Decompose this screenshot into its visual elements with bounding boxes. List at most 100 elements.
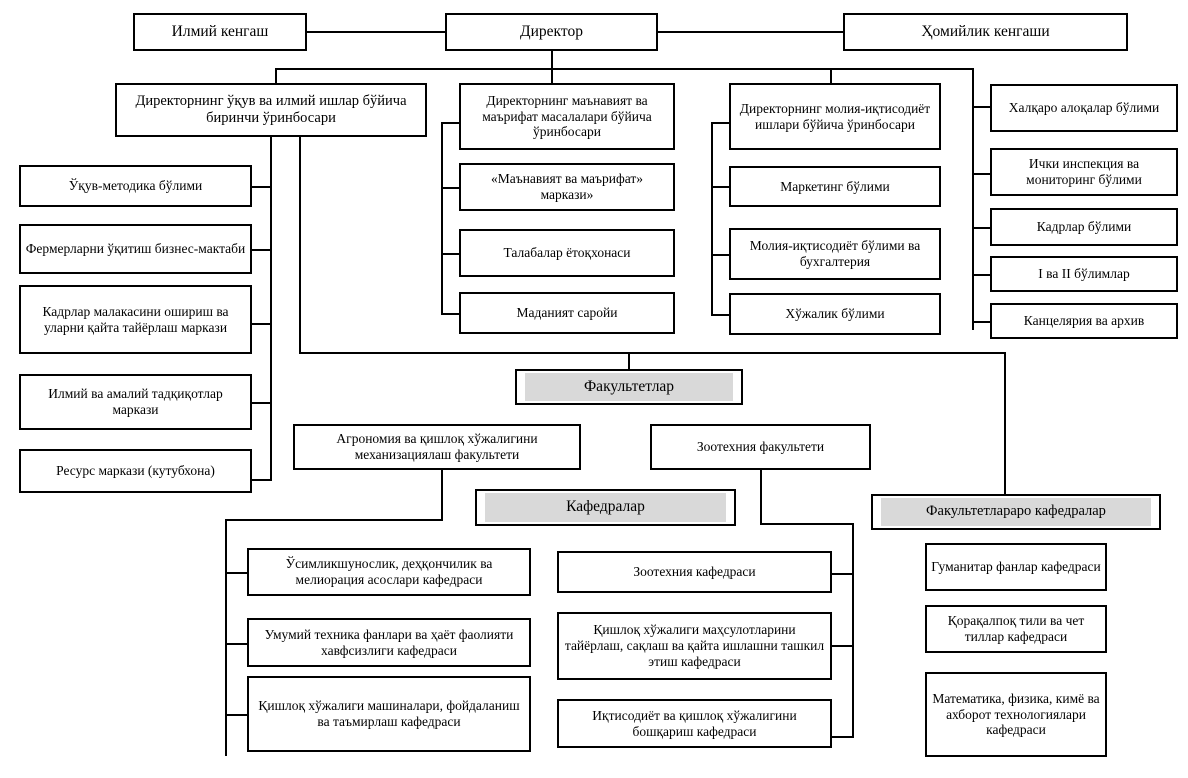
node-zootechnia-dept-2[interactable]: Қишлоқ хўжалиги маҳсулотларини тайёрлаш,…	[557, 612, 832, 680]
connector-academic-unit-4	[252, 402, 272, 404]
node-spiritual-unit-1-label: «Маънавият ва маърифат» маркази»	[490, 171, 644, 202]
connector-finance-deputy	[711, 122, 729, 124]
node-finance-unit-1-label: Маркетинг бўлими	[780, 178, 890, 194]
node-academic-unit-5[interactable]: Ресурс маркази (кутубхона)	[19, 449, 252, 493]
node-academic-unit-4[interactable]: Илмий ва амалий тадқиқотлар маркази	[19, 374, 252, 430]
node-academic-unit-2-label: Фермерларни ўқитиш бизнес-мактаби	[25, 241, 246, 257]
node-scientific-council-label: Илмий кенгаш	[171, 22, 269, 40]
node-zootechnia-dept-3[interactable]: Иқтисодиёт ва қишлоқ хўжалигини бошқариш…	[557, 699, 832, 748]
node-interfaculty-dept-3-label: Математика, физика, кимё ва ахборот техн…	[932, 690, 1100, 738]
node-academic-unit-4-label: Илмий ва амалий тадқиқотлар маркази	[48, 386, 223, 417]
node-director-unit-3-label: Кадрлар бўлими	[1036, 219, 1132, 235]
node-academic-unit-3[interactable]: Кадрлар малакасини ошириш ва уларни қайт…	[19, 285, 252, 354]
node-director-unit-4[interactable]: I ва II бўлимлар	[990, 256, 1178, 292]
node-deputy-academic[interactable]: Директорнинг ўқув ва илмий ишлар бўйича …	[115, 83, 427, 137]
connector-finance-unit-3	[711, 314, 729, 316]
node-departments-banner-label: Кафедралар	[485, 493, 726, 522]
node-director-unit-2[interactable]: Ички инспекция ва мониторинг бўлими	[990, 148, 1178, 196]
connector-director-unit-1	[972, 106, 990, 108]
connector-agronomy-dept-3	[225, 714, 247, 716]
node-faculties-banner[interactable]: Факультетлар	[515, 369, 743, 405]
node-interfaculty-dept-2-label: Қорақалпоқ тили ва чет тиллар кафедраси	[947, 613, 1085, 644]
node-interfaculty-banner-label: Факультетлараро кафедралар	[881, 498, 1151, 526]
node-academic-unit-3-label: Кадрлар малакасини ошириш ва уларни қайт…	[42, 303, 229, 335]
node-agronomy-dept-3[interactable]: Қишлоқ хўжалиги машиналари, фойдаланиш в…	[247, 676, 531, 752]
node-spiritual-unit-1[interactable]: «Маънавият ва маърифат» маркази»	[459, 163, 675, 211]
connector-academic-unit-1	[252, 186, 272, 188]
node-director-unit-4-label: I ва II бўлимлар	[1038, 266, 1130, 282]
connector-finance-unit-1	[711, 186, 729, 188]
connector-spiritual-unit-2	[441, 253, 459, 255]
node-academic-unit-2[interactable]: Фермерларни ўқитиш бизнес-мактаби	[19, 224, 252, 274]
connector-top-bus	[275, 68, 974, 70]
node-finance-unit-2-label: Молия-иқтисодиёт бўлими ва бухгалтерия	[749, 238, 921, 269]
node-finance-unit-1[interactable]: Маркетинг бўлими	[729, 166, 941, 207]
spine-academic-units	[270, 137, 272, 481]
node-director[interactable]: Директор	[445, 13, 658, 51]
connector-bus-to-faculties-banner	[628, 352, 630, 369]
node-interfaculty-dept-2[interactable]: Қорақалпоқ тили ва чет тиллар кафедраси	[925, 605, 1107, 653]
spine-finance-units	[711, 122, 713, 316]
node-spiritual-unit-3[interactable]: Маданият саройи	[459, 292, 675, 334]
node-spiritual-unit-2[interactable]: Талабалар ётоқхонаси	[459, 229, 675, 277]
node-interfaculty-dept-3[interactable]: Математика, физика, кимё ва ахборот техн…	[925, 672, 1107, 757]
node-director-unit-2-label: Ички инспекция ва мониторинг бўлими	[1026, 156, 1142, 187]
node-patronage-council[interactable]: Ҳомийлик кенгаши	[843, 13, 1128, 51]
node-academic-unit-1[interactable]: Ўқув-методика бўлими	[19, 165, 252, 207]
node-zootechnia-dept-1[interactable]: Зоотехния кафедраси	[557, 551, 832, 593]
spine-academic-to-faculties	[299, 137, 301, 354]
node-departments-banner[interactable]: Кафедралар	[475, 489, 736, 526]
node-agronomy-dept-1[interactable]: Ўсимликшунослик, деҳқончилик ва мелиорац…	[247, 548, 531, 596]
node-agronomy-dept-2[interactable]: Умумий техника фанлари ва ҳаёт фаолияти …	[247, 618, 531, 667]
node-director-unit-3[interactable]: Кадрлар бўлими	[990, 208, 1178, 246]
connector-bus-to-interfaculty	[1004, 352, 1006, 494]
connector-director-patronage	[656, 31, 845, 33]
connector-bus-to-deputy-academic	[275, 68, 277, 85]
connector-director-stem	[551, 51, 553, 70]
connector-spiritual-unit-1	[441, 187, 459, 189]
node-interfaculty-dept-1[interactable]: Гуманитар фанлар кафедраси	[925, 543, 1107, 591]
connector-faculties-bus	[299, 352, 1006, 354]
node-director-unit-1[interactable]: Халқаро алоқалар бўлими	[990, 84, 1178, 132]
node-interfaculty-dept-1-label: Гуманитар фанлар кафедраси	[931, 559, 1101, 575]
node-scientific-council[interactable]: Илмий кенгаш	[133, 13, 307, 51]
node-deputy-spiritual[interactable]: Директорнинг маънавият ва маърифат масал…	[459, 83, 675, 150]
node-finance-unit-3[interactable]: Хўжалик бўлими	[729, 293, 941, 335]
connector-zootechnia-to-spine	[760, 523, 854, 525]
node-academic-unit-1-label: Ўқув-методика бўлими	[68, 178, 203, 194]
spine-agronomy-departments	[225, 519, 227, 756]
spine-spiritual-units	[441, 122, 443, 315]
node-spiritual-unit-2-label: Талабалар ётоқхонаси	[503, 245, 631, 261]
node-finance-unit-3-label: Хўжалик бўлими	[785, 306, 885, 322]
node-finance-unit-2[interactable]: Молия-иқтисодиёт бўлими ва бухгалтерия	[729, 228, 941, 280]
node-spiritual-unit-3-label: Маданият саройи	[516, 305, 618, 321]
connector-bus-to-deputy-finance	[830, 68, 832, 85]
connector-agronomy-to-spine	[225, 519, 443, 521]
node-agronomy-dept-3-label: Қишлоқ хўжалиги машиналари, фойдаланиш в…	[258, 698, 520, 729]
connector-director-unit-2	[972, 173, 990, 175]
node-agronomy-dept-2-label: Умумий техника фанлари ва ҳаёт фаолияти …	[264, 626, 514, 658]
connector-zootechnia-dept-3	[832, 736, 854, 738]
node-zootechnia-dept-2-label: Қишлоқ хўжалиги маҳсулотларини тайёрлаш,…	[564, 622, 825, 669]
connector-zootechnia-stem	[760, 470, 762, 525]
connector-zootechnia-dept-2	[832, 645, 854, 647]
node-faculty-zootechnia[interactable]: Зоотехния факультети	[650, 424, 871, 470]
node-zootechnia-dept-3-label: Иқтисодиёт ва қишлоқ хўжалигини бошқариш…	[592, 707, 797, 739]
node-faculty-agronomy-label: Агрономия ва қишлоқ хўжалигини механизац…	[336, 431, 538, 462]
connector-director-unit-4	[972, 274, 990, 276]
connector-director-unit-5	[972, 321, 990, 323]
connector-bus-to-deputy-spiritual	[551, 68, 553, 85]
connector-finance-unit-2	[711, 254, 729, 256]
node-deputy-academic-label: Директорнинг ўқув ва илмий ишлар бўйича …	[135, 92, 407, 126]
connector-bus-to-director-units	[972, 68, 974, 330]
node-deputy-finance[interactable]: Директорнинг молия-иқтисодиёт ишлари бўй…	[729, 83, 941, 150]
node-interfaculty-banner[interactable]: Факультетлараро кафедралар	[871, 494, 1161, 530]
node-deputy-spiritual-label: Директорнинг маънавият ва маърифат масал…	[482, 92, 652, 140]
connector-council-director	[307, 31, 447, 33]
node-director-unit-5[interactable]: Канцелярия ва архив	[990, 303, 1178, 339]
node-faculty-agronomy[interactable]: Агрономия ва қишлоқ хўжалигини механизац…	[293, 424, 581, 470]
node-director-unit-5-label: Канцелярия ва архив	[1023, 313, 1145, 329]
connector-academic-unit-2	[252, 249, 272, 251]
connector-zootechnia-dept-1	[832, 573, 854, 575]
connector-agronomy-dept-2	[225, 643, 247, 645]
